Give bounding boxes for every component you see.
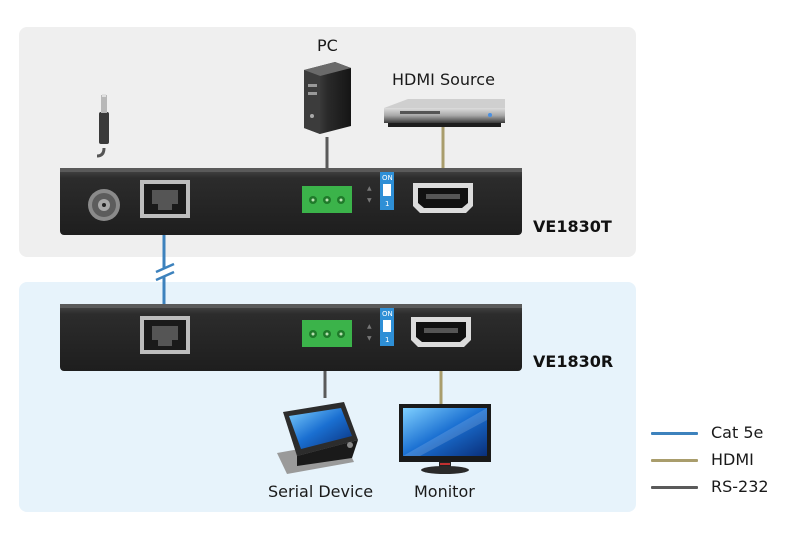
power-jack-icon: [88, 189, 120, 221]
legend-swatch-rs232: [651, 486, 698, 489]
pc-label: PC: [317, 36, 338, 55]
receiver-unit: ▲ ▼ ON 1: [60, 304, 522, 371]
power-adapter-icon: [96, 94, 109, 158]
pc-tower-icon: [304, 62, 351, 134]
legend-swatch-cat5e: [651, 432, 698, 435]
hdmi-source-device-icon: [384, 99, 505, 127]
svg-text:▲: ▲: [367, 185, 372, 192]
svg-text:▲: ▲: [367, 323, 372, 330]
legend-label-rs232: RS-232: [711, 477, 769, 496]
hdmi-port-icon: [413, 183, 473, 213]
svg-text:▼: ▼: [367, 335, 372, 342]
receiver-model-label: VE1830R: [533, 352, 614, 371]
transmitter-unit: ▲ ▼ ON 1: [60, 168, 522, 235]
rj45-port-icon: [140, 180, 190, 218]
dip-one-label: 1: [385, 336, 389, 344]
rs232-terminal-block-icon: [302, 186, 352, 213]
rj45-port-icon: [140, 316, 190, 354]
legend-swatch-hdmi: [651, 459, 698, 462]
transmitter-model-label: VE1830T: [533, 217, 612, 236]
legend-label-hdmi: HDMI: [711, 450, 754, 469]
cable-break-mark: [155, 262, 175, 282]
rs232-terminal-block-icon: [302, 320, 352, 347]
dip-one-label: 1: [385, 200, 389, 208]
hdmi-source-label: HDMI Source: [392, 70, 495, 89]
monitor-label: Monitor: [414, 482, 475, 501]
monitor-icon: [399, 404, 491, 474]
dip-on-label: ON: [382, 174, 393, 182]
svg-text:▼: ▼: [367, 197, 372, 204]
dip-on-label: ON: [382, 310, 393, 318]
serial-device-icon: [277, 402, 358, 474]
legend-label-cat5e: Cat 5e: [711, 423, 764, 442]
hdmi-port-icon: [411, 317, 471, 347]
serial-device-label: Serial Device: [268, 482, 374, 501]
dip-switch-icon: ▲ ▼ ON 1: [367, 308, 394, 346]
dip-switch-icon: ▲ ▼ ON 1: [367, 172, 394, 210]
